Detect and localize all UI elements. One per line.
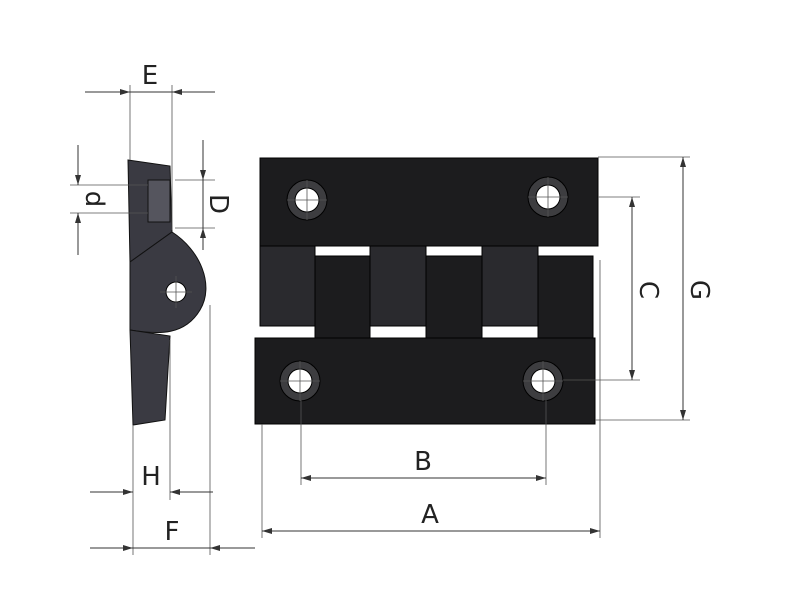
dimension-label-g: G — [684, 280, 714, 300]
dimension-label-e: E — [142, 61, 158, 91]
dimension-lines — [75, 89, 686, 551]
front-view — [254, 157, 599, 425]
extension-lines — [70, 85, 690, 555]
dimension-label-h: H — [141, 462, 161, 492]
dimension-label-c: C — [633, 281, 663, 299]
dimension-label-f: F — [165, 517, 180, 547]
dimension-label-d: D — [203, 194, 233, 214]
dimension-label-b: B — [414, 447, 432, 477]
dimension-label-d-small: d — [79, 191, 109, 208]
dimension-label-a: A — [421, 500, 439, 530]
side-view — [127, 159, 207, 426]
